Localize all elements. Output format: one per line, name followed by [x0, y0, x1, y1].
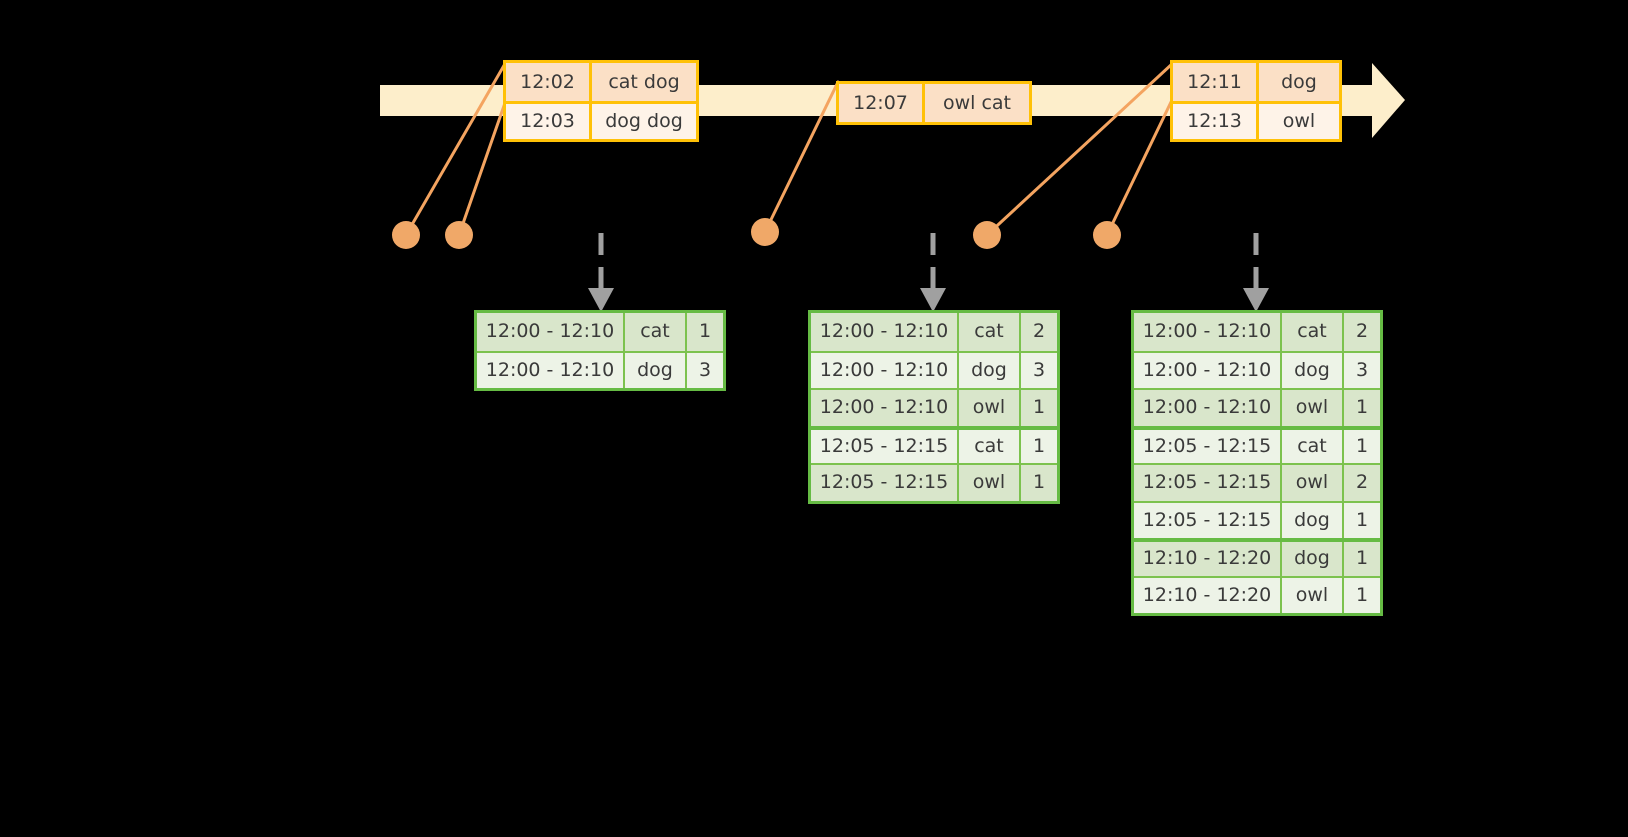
table-row: 12:00 - 12:10 dog 3: [477, 350, 723, 388]
result-table-3: 12:00 - 12:10 cat 2 12:00 - 12:10 dog 3 …: [1131, 310, 1383, 616]
event-words: owl: [1282, 110, 1316, 132]
cell-window: 12:00 - 12:10: [811, 390, 959, 426]
cell-word: dog: [959, 352, 1021, 388]
cell-count: 1: [1032, 471, 1046, 494]
event-row: 12:11 dog: [1173, 63, 1339, 101]
cell-word: cat: [1282, 429, 1344, 463]
table-row: 12:00 - 12:10 cat 2: [811, 313, 1057, 351]
cell-window: 12:00 - 12:10: [477, 313, 625, 351]
event-box-2: 12:07 owl cat: [836, 81, 1032, 125]
cell-count: 3: [698, 358, 712, 381]
cell-word: owl: [1282, 465, 1344, 501]
cell-word: cat: [959, 429, 1021, 463]
cell-count: 1: [698, 320, 712, 343]
cell-window: 12:00 - 12:10: [1134, 352, 1282, 388]
event-row: 12:07 owl cat: [839, 84, 1029, 122]
cell-count: 1: [1355, 396, 1369, 419]
event-time: 12:03: [506, 104, 592, 139]
cell-window: 12:00 - 12:10: [477, 352, 625, 388]
cell-count: 3: [1355, 358, 1369, 381]
event-time: 12:07: [839, 84, 925, 122]
cell-word: cat: [625, 313, 687, 351]
cell-word: owl: [1282, 390, 1344, 426]
event-row: 12:03 dog dog: [506, 101, 696, 139]
cell-window: 12:05 - 12:15: [1134, 429, 1282, 463]
event-words: owl cat: [942, 91, 1012, 114]
table-row: 12:05 - 12:15 owl 2: [1134, 463, 1380, 501]
cell-count: 2: [1032, 320, 1046, 343]
cell-window: 12:00 - 12:10: [811, 352, 959, 388]
cell-count: 1: [1355, 583, 1369, 606]
dashed-arrow-1: [588, 233, 614, 312]
table-row: 12:10 - 12:20 dog 1: [1134, 538, 1380, 576]
connector-line-3: [763, 80, 840, 234]
cell-count: 1: [1355, 434, 1369, 457]
cell-window: 12:00 - 12:10: [811, 313, 959, 351]
result-table-1: 12:00 - 12:10 cat 1 12:00 - 12:10 dog 3: [474, 310, 726, 391]
cell-window: 12:00 - 12:10: [1134, 313, 1282, 351]
dot-2: [445, 221, 473, 249]
dashed-arrow-2: [920, 233, 946, 312]
event-time: 12:02: [506, 63, 592, 101]
table-row: 12:10 - 12:20 owl 1: [1134, 575, 1380, 613]
event-box-3: 12:11 dog 12:13 owl: [1170, 60, 1342, 142]
cell-word: dog: [625, 352, 687, 388]
cell-count: 1: [1355, 547, 1369, 570]
cell-window: 12:10 - 12:20: [1134, 542, 1282, 576]
table-row: 12:05 - 12:15 cat 1: [1134, 425, 1380, 463]
cell-window: 12:05 - 12:15: [811, 465, 959, 501]
table-row: 12:00 - 12:10 owl 1: [811, 388, 1057, 426]
cell-window: 12:05 - 12:15: [1134, 502, 1282, 538]
cell-word: dog: [1282, 352, 1344, 388]
dashed-arrow-3: [1243, 233, 1269, 312]
dot-5: [1093, 221, 1121, 249]
cell-word: dog: [1282, 542, 1344, 576]
table-row: 12:00 - 12:10 dog 3: [811, 350, 1057, 388]
cell-word: owl: [959, 465, 1021, 501]
cell-word: owl: [1282, 577, 1344, 613]
event-time: 12:11: [1173, 63, 1259, 101]
dashed-arrows: [588, 233, 1269, 312]
cell-count: 2: [1355, 320, 1369, 343]
event-words: cat dog: [608, 70, 680, 93]
cell-word: dog: [1282, 502, 1344, 538]
cell-word: owl: [959, 390, 1021, 426]
event-time: 12:13: [1173, 104, 1259, 139]
cell-count: 1: [1032, 396, 1046, 419]
cell-count: 3: [1032, 358, 1046, 381]
table-row: 12:05 - 12:15 owl 1: [811, 463, 1057, 501]
event-row: 12:13 owl: [1173, 101, 1339, 139]
event-words: dog dog: [605, 110, 683, 132]
cell-count: 1: [1032, 434, 1046, 457]
connector-dots: [392, 218, 1121, 249]
table-row: 12:00 - 12:10 cat 1: [477, 313, 723, 351]
connector-line-2: [457, 98, 508, 237]
table-row: 12:00 - 12:10 dog 3: [1134, 350, 1380, 388]
cell-count: 2: [1355, 471, 1369, 494]
event-box-1: 12:02 cat dog 12:03 dog dog: [503, 60, 699, 142]
cell-word: cat: [959, 313, 1021, 351]
table-row: 12:00 - 12:10 owl 1: [1134, 388, 1380, 426]
table-row: 12:00 - 12:10 cat 2: [1134, 313, 1380, 351]
dot-1: [392, 221, 420, 249]
event-words: dog: [1281, 70, 1317, 93]
cell-count: 1: [1355, 508, 1369, 531]
table-row: 12:05 - 12:15 cat 1: [811, 425, 1057, 463]
cell-window: 12:05 - 12:15: [811, 429, 959, 463]
connector-line-5: [1105, 98, 1174, 237]
cell-window: 12:05 - 12:15: [1134, 465, 1282, 501]
dot-4: [973, 221, 1001, 249]
connector-line-1: [404, 60, 508, 237]
table-row: 12:05 - 12:15 dog 1: [1134, 500, 1380, 538]
dot-3: [751, 218, 779, 246]
result-table-2: 12:00 - 12:10 cat 2 12:00 - 12:10 dog 3 …: [808, 310, 1060, 504]
cell-word: cat: [1282, 313, 1344, 351]
cell-window: 12:10 - 12:20: [1134, 577, 1282, 613]
event-row: 12:02 cat dog: [506, 63, 696, 101]
cell-window: 12:00 - 12:10: [1134, 390, 1282, 426]
